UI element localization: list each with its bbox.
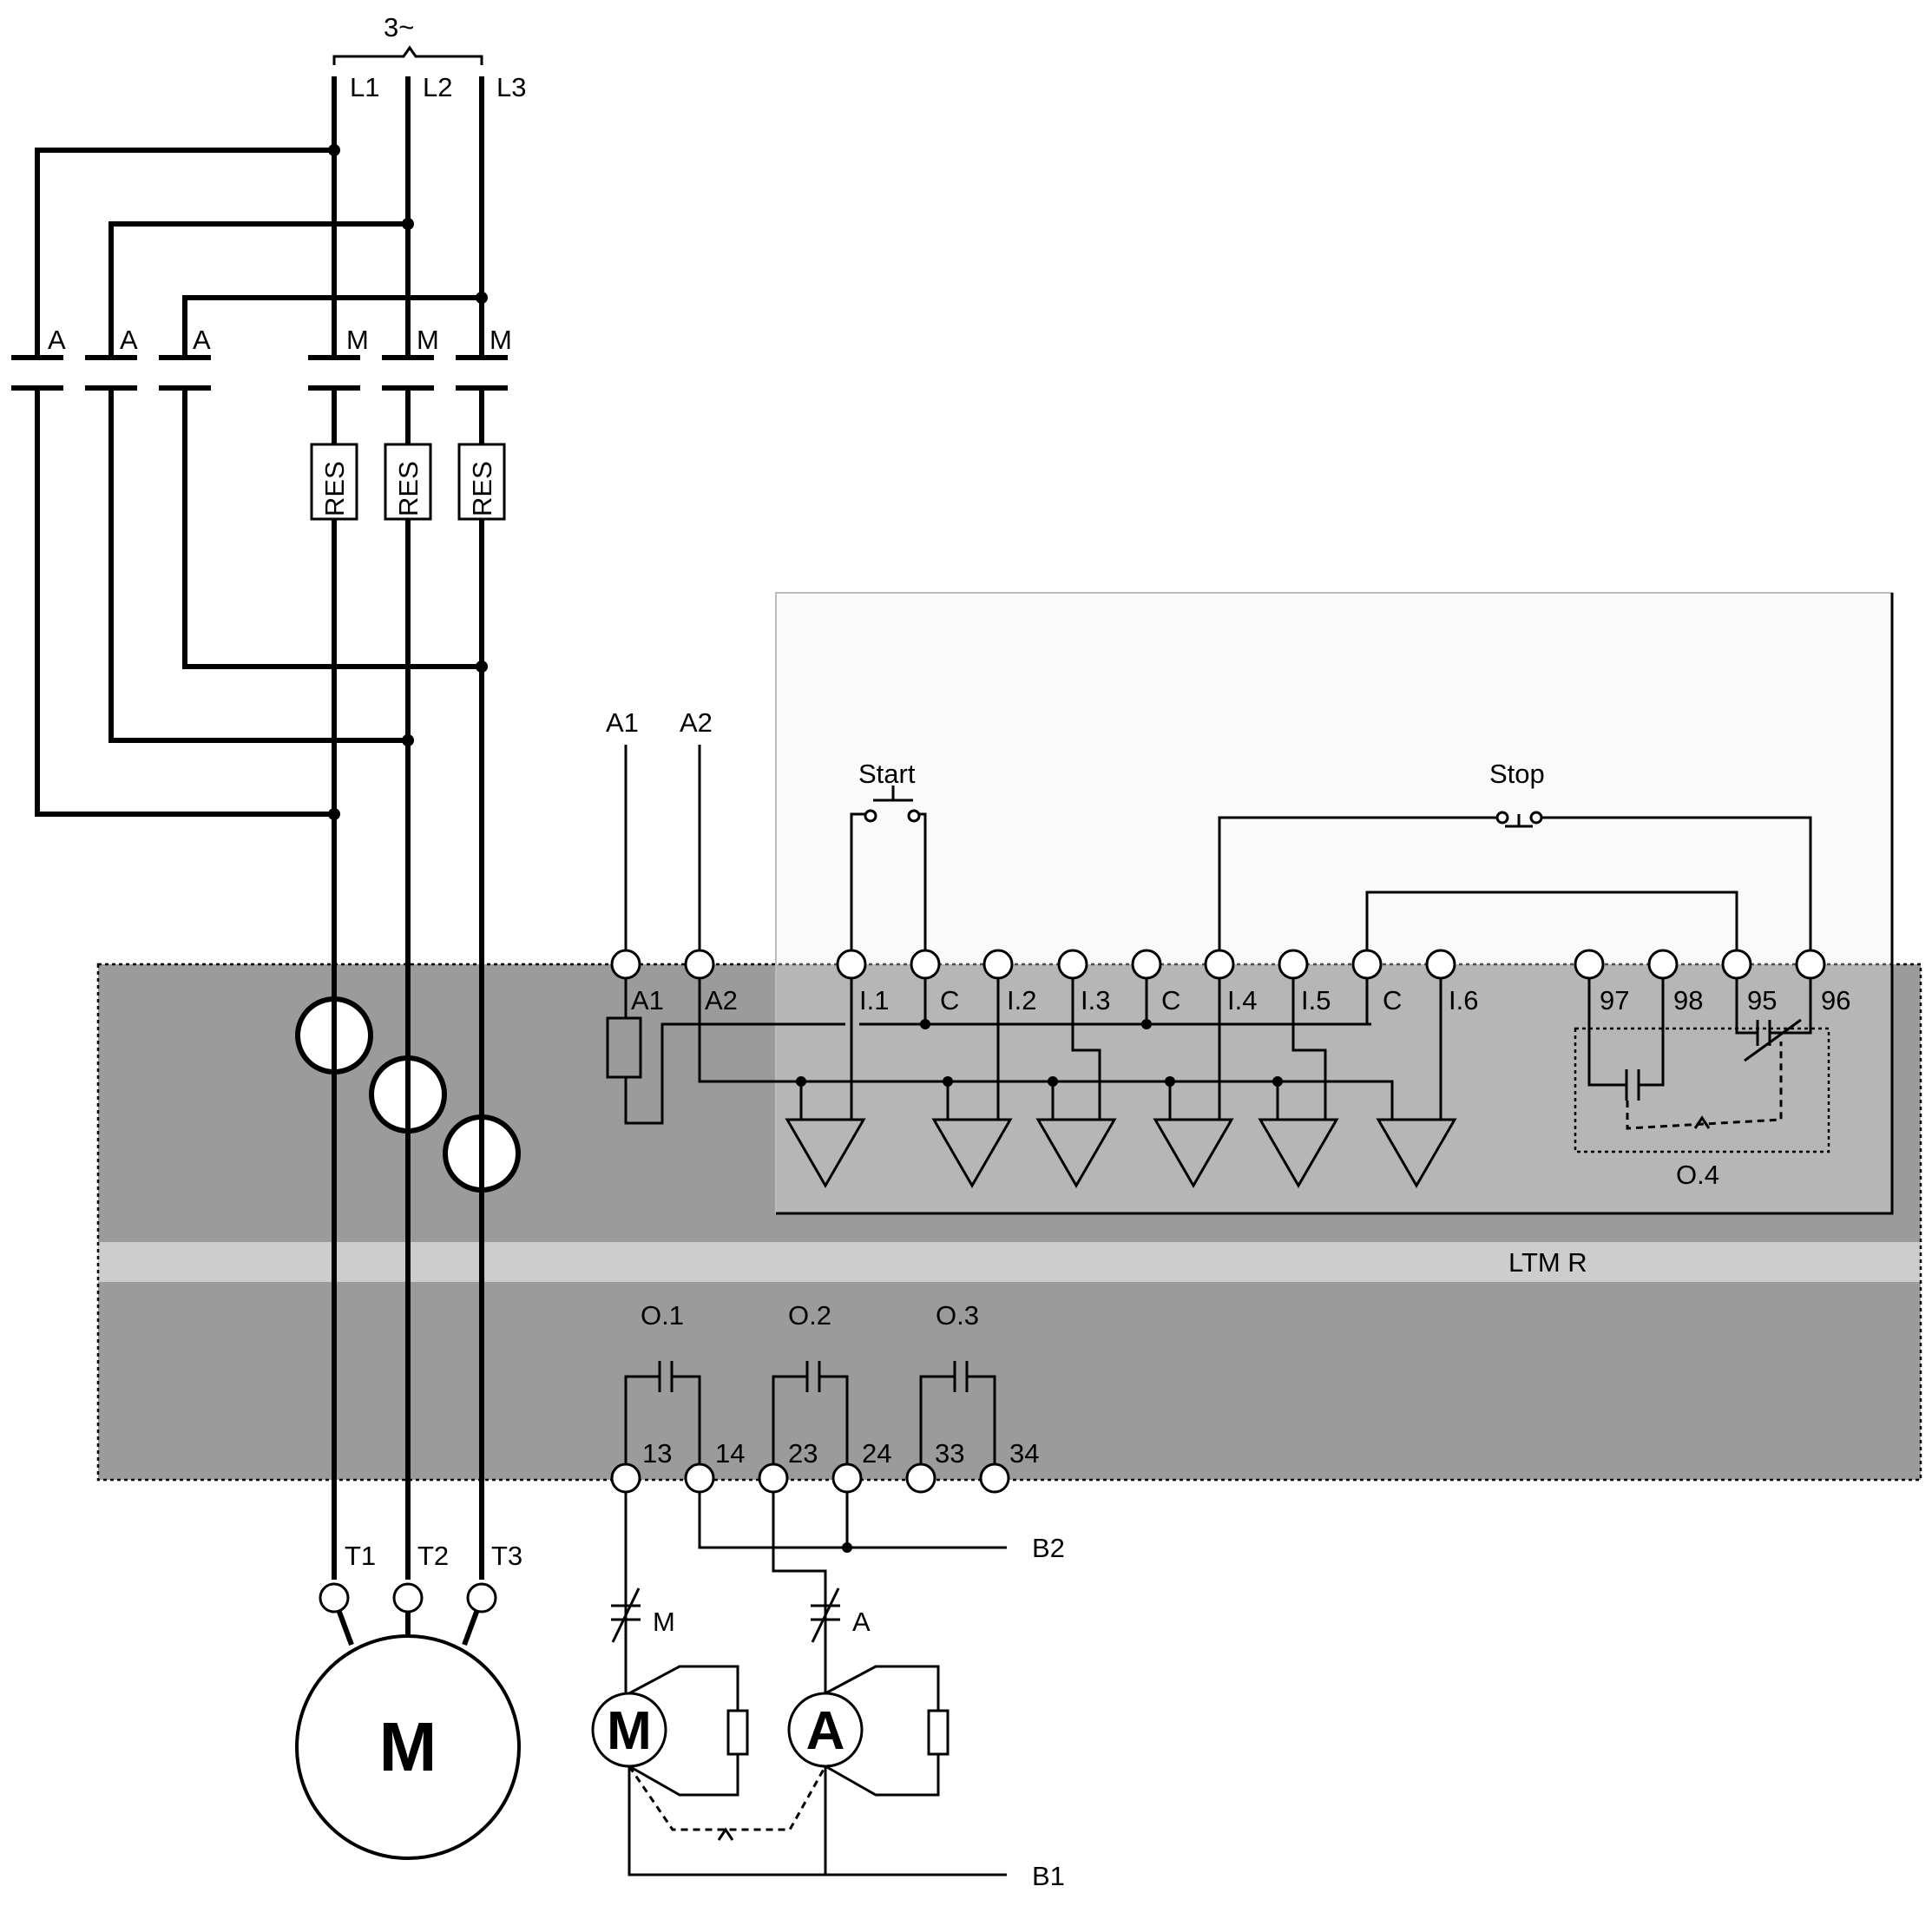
output-terminal-24: 24 [862, 1438, 891, 1469]
input-label-c1: C [940, 985, 959, 1015]
motor-label: M [379, 1708, 437, 1785]
line-label-l3: L3 [496, 72, 526, 102]
resistor-label-1: RES [319, 461, 350, 516]
output-terminal-23: 23 [788, 1438, 818, 1469]
supply-brace [332, 45, 483, 65]
control-wiring [606, 745, 1812, 1125]
b2-label: B2 [1032, 1533, 1065, 1563]
line-label-l2: L2 [423, 72, 452, 102]
input-label-i1: I.1 [859, 985, 889, 1015]
output-label-o3: O.3 [936, 1300, 979, 1331]
relay-output-label: O.4 [1676, 1160, 1719, 1190]
input-label-i4: I.4 [1227, 985, 1257, 1015]
input-label-i5: I.5 [1301, 985, 1331, 1015]
control-junctions [796, 1019, 1283, 1087]
terminal-label-t3: T3 [491, 1541, 522, 1571]
contact-label-m2: M [417, 325, 439, 355]
motor-terminals [319, 1582, 497, 1614]
output-terminal-13: 13 [642, 1438, 672, 1469]
contact-label-m3: M [490, 325, 512, 355]
device-name-label: LTM R [1508, 1247, 1587, 1278]
input-label-c3: C [1383, 985, 1402, 1015]
b1-label: B1 [1032, 1861, 1065, 1891]
contact-label-a: A [852, 1607, 871, 1637]
relay-terminal-97: 97 [1600, 985, 1629, 1015]
terminal-label-t2: T2 [417, 1541, 449, 1571]
output-terminal-33: 33 [935, 1438, 964, 1469]
contact-label-m: M [653, 1607, 675, 1637]
supply-phases-label: 3~ [384, 12, 414, 43]
input-label-i3: I.3 [1081, 985, 1110, 1015]
output-label-o2: O.2 [788, 1300, 831, 1331]
power-junctions [328, 144, 488, 820]
relay-terminal-95: 95 [1747, 985, 1777, 1015]
stop-button-label: Stop [1489, 759, 1545, 789]
ltm-r-lower-panel [98, 1282, 1921, 1480]
current-transformers [295, 996, 521, 1193]
overlay-edge [776, 593, 1894, 1215]
coil-label-m: M [607, 1701, 652, 1761]
coil-label-a: A [806, 1701, 845, 1761]
supply-terminal-a2: A2 [680, 707, 713, 738]
inner-terminal-a2: A2 [705, 985, 738, 1015]
contact-label-a1: A [48, 325, 66, 355]
resistor-label-3: RES [467, 461, 497, 516]
supply-terminal-a1: A1 [606, 707, 639, 738]
bypass-branches [35, 148, 482, 817]
output-label-o1: O.1 [641, 1300, 684, 1331]
contact-label-a2: A [120, 325, 138, 355]
output-terminal-34: 34 [1009, 1438, 1039, 1469]
relay-terminal-98: 98 [1673, 985, 1703, 1015]
input-triangles [785, 1118, 1457, 1188]
relay-o4 [1574, 979, 1830, 1153]
contact-label-m1: M [346, 325, 369, 355]
terminal-label-t1: T1 [345, 1541, 376, 1571]
input-label-i2: I.2 [1007, 985, 1036, 1015]
start-button-label: Start [858, 759, 916, 789]
ltm-r-label-band [98, 1242, 1921, 1282]
output-contacts [624, 1361, 996, 1463]
relay-terminal-96: 96 [1821, 985, 1850, 1015]
resistor-boxes [310, 443, 506, 521]
contact-label-a3: A [193, 325, 211, 355]
input-label-c2: C [1161, 985, 1180, 1015]
device-terminals [610, 949, 1826, 1494]
output-terminal-14: 14 [715, 1438, 745, 1469]
line-label-l1: L1 [350, 72, 379, 102]
resistor-label-2: RES [393, 461, 424, 516]
input-label-i6: I.6 [1449, 985, 1478, 1015]
contactor-contacts [11, 355, 508, 391]
output-wiring [591, 1493, 1007, 1876]
inner-terminal-a1: A1 [631, 985, 664, 1015]
